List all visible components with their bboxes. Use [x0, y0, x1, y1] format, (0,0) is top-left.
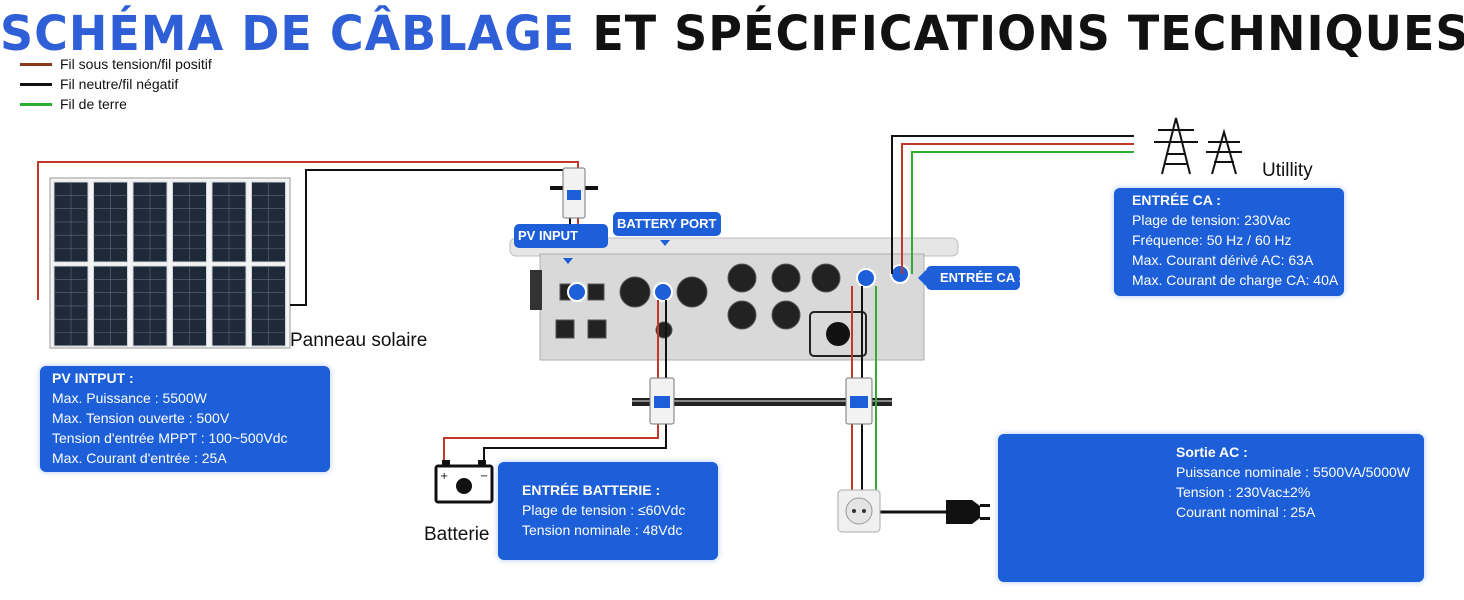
utility-wires — [891, 135, 1134, 274]
legend-item-neutral: Fil neutre/fil négatif — [20, 76, 178, 92]
page-title: SCHÉMA DE CÂBLAGE ET SPÉCIFICATIONS TECH… — [0, 5, 1464, 62]
pv-card-heading: PV INTPUT : — [52, 370, 134, 386]
socket-icon — [837, 489, 881, 533]
breaker-icon — [649, 377, 675, 425]
battery-card-line: Tension nominale : 48Vdc — [522, 522, 683, 538]
ac-output-card: Sortie AC : Puissance nominale : 5500VA/… — [998, 434, 1424, 582]
din-rail — [632, 398, 892, 406]
legend-earth-swatch — [20, 102, 52, 106]
legend-live-swatch — [20, 62, 52, 66]
legend-item-earth: Fil de terre — [20, 96, 127, 112]
legend-item-live: Fil sous tension/fil positif — [20, 56, 212, 72]
ac-input-card: ENTRÉE CA : Plage de tension: 230Vac Fré… — [1114, 188, 1344, 296]
legend-earth-label: Fil de terre — [60, 96, 127, 112]
ac-input-card-line: Fréquence: 50 Hz / 60 Hz — [1132, 232, 1292, 248]
solar-panel-caption: Panneau solaire — [290, 330, 428, 351]
legend-live-label: Fil sous tension/fil positif — [60, 56, 212, 72]
ac-output-card-line: Tension : 230Vac±2% — [1176, 484, 1311, 500]
ac-input-card-line: Plage de tension: 230Vac — [1132, 212, 1291, 228]
pv-card-line: Tension d'entrée MPPT : 100~500Vdc — [52, 430, 288, 446]
ac-input-card-heading: ENTRÉE CA : — [1132, 192, 1221, 208]
ac-output-card-heading: Sortie AC : — [1176, 444, 1248, 460]
utility-caption: Utillity — [1262, 160, 1313, 181]
battery-card-line: Plage de tension : ≤60Vdc — [522, 502, 686, 518]
ac-output-card-line: Courant nominal : 25A — [1176, 504, 1316, 520]
pv-input-card: PV INTPUT : Max. Puissance : 5500W Max. … — [40, 366, 330, 472]
pv-input-tag: PV INPUT — [514, 224, 608, 248]
pv-input-pointer — [563, 258, 573, 264]
pv-card-line: Max. Puissance : 5500W — [52, 390, 207, 406]
pv-card-line: Max. Tension ouverte : 500V — [52, 410, 230, 426]
legend-neutral-label: Fil neutre/fil négatif — [60, 76, 179, 92]
plug-icon — [946, 500, 990, 524]
ac-output-card-line: Puissance nominale : 5500VA/5000W — [1176, 464, 1410, 480]
ac-input-card-line: Max. Courant de charge CA: 40A — [1132, 272, 1339, 288]
svg-text:+: + — [440, 471, 448, 482]
battery-icon: + − — [434, 460, 494, 504]
battery-port-pointer — [660, 240, 670, 246]
svg-text:−: − — [480, 471, 488, 482]
battery-card-heading: ENTRÉE BATTERIE : — [522, 482, 661, 498]
battery-caption: Batterie — [424, 524, 490, 545]
title-part1: SCHÉMA DE CÂBLAGE — [0, 4, 576, 62]
battery-port-tag: BATTERY PORT — [613, 212, 721, 236]
solar-panel-icon — [49, 177, 291, 349]
inverter-icon — [509, 237, 959, 361]
ac-input-pointer — [918, 270, 926, 286]
breaker-icon — [550, 167, 598, 219]
battery-wires — [443, 300, 667, 464]
battery-input-card: ENTRÉE BATTERIE : Plage de tension : ≤60… — [498, 462, 718, 560]
title-part2: ET SPÉCIFICATIONS TECHNIQUES — [592, 4, 1464, 62]
breaker-icon — [845, 377, 873, 425]
ac-input-card-line: Max. Courant dérivé AC: 63A — [1132, 252, 1314, 268]
legend-neutral-swatch — [20, 82, 52, 86]
pv-card-line: Max. Courant d'entrée : 25A — [52, 450, 227, 466]
ac-input-tag: ENTRÉE CA : — [926, 266, 1023, 290]
power-tower-icon — [1154, 117, 1242, 175]
